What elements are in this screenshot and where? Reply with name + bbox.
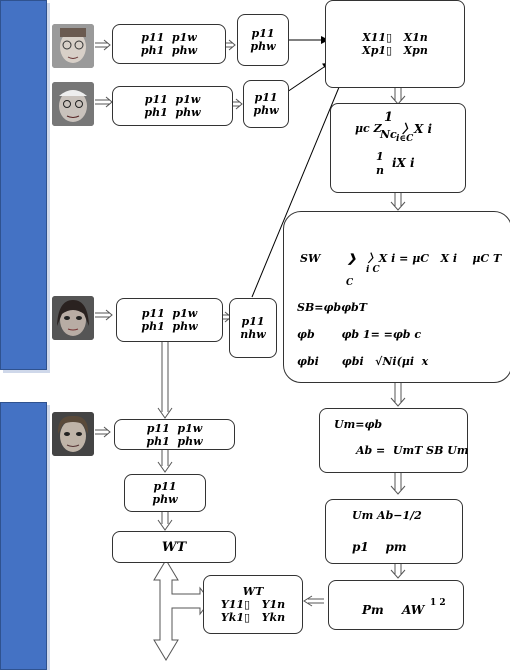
pixel-entry: phw [253,104,279,117]
face-image-3 [52,296,94,340]
output-row: Yk1▯ Ykn [220,611,286,624]
proj-p: Pm [362,603,384,617]
pixel-entry: p11 [251,27,275,40]
between-scatter: SB=φbφbT [297,301,367,314]
proj-a: AW [402,603,425,617]
transpose-weight-box: WT [112,531,236,563]
pixel-vector-box-4: p11 phw [124,474,206,512]
mean-sum: 〉X i [402,122,433,136]
pixel-entry: phw [250,40,276,53]
output-feature-box: WT Y11▯ Y1n Yk1▯ Ykn [203,575,303,634]
data-matrix-box: X11▯ X1n Xp1▯ Xpn [325,0,465,88]
testing-stage-bar [0,402,47,670]
scatter-matrix-box [283,211,510,383]
pixel-entry: phw [152,493,178,506]
pixel-row: p11 p1w [144,93,201,106]
pixel-matrix-box-2: p11 p1w ph1 phw [112,86,233,126]
whiten-um: Um Ab−1/2 [352,509,422,522]
pixel-row: p11 p1w [146,421,203,435]
mean-frac-den: Nc [380,128,397,141]
pixel-row: p11 p1w [141,307,198,320]
matrix-row: X11▯ X1n [362,31,428,44]
mean-frac-num: 1 [384,110,394,125]
whitening-box [325,499,463,564]
mean2-rest: iX i [392,156,415,170]
face-image-2 [52,82,94,126]
face-image-1 [52,24,94,68]
pixel-entry: nhw [240,328,266,341]
eigen-a: Ab = UmT SB Um [356,444,469,457]
eigen-box [319,408,468,473]
mean2-num: 1 [376,150,384,163]
pixel-row: p11 p1w [141,31,197,44]
within-scatter-sub: i C [366,265,380,275]
pixel-matrix-box-3: p11 p1w ph1 phw [116,298,223,342]
matrix-row: Xp1▯ Xpn [362,44,428,57]
pixel-row: ph1 phw [144,106,201,119]
pixel-row: ph1 phw [140,44,198,57]
whiten-p: p1 pm [352,540,407,554]
phi-b: φb φb 1= =φb c [297,328,422,341]
pixel-matrix-box-4: p11 p1w ph1 phw [114,419,235,450]
projection-box [328,580,464,630]
face-image-4 [52,412,94,456]
pixel-matrix-box-1: p11 p1w ph1 phw [112,24,226,64]
pixel-entry: p11 [241,315,265,328]
pixel-vector-box-2: p11 phw [243,80,289,128]
within-scatter-c: C [346,278,354,288]
class-mean-box [330,103,466,193]
pixel-entry: p11 [153,480,177,493]
training-stage-bar [0,0,47,370]
mean2-den: n [376,164,384,177]
wt-label: WT [161,539,187,555]
pixel-row: ph1 phw [146,434,203,448]
output-wt: WT [242,585,264,598]
pixel-entry: p11 [254,91,278,104]
eigen-u: Um=φb [334,418,383,431]
within-scatter: SW ❯ 〉X i = μC X i μC T [300,252,502,265]
pixel-row: ph1 phw [141,320,198,333]
mean-sum-sub: i∈C [396,134,414,144]
mean-lhs: μc Z [355,122,382,135]
pixel-vector-box-3: p11 nhw [229,298,277,358]
phi-bi: φbi φbi √Ni(μi x [297,355,429,368]
output-arrow [153,559,211,661]
proj-exp: 1 2 [430,598,446,608]
pixel-vector-box-1: p11 phw [237,14,289,66]
output-row: Y11▯ Y1n [220,598,286,611]
